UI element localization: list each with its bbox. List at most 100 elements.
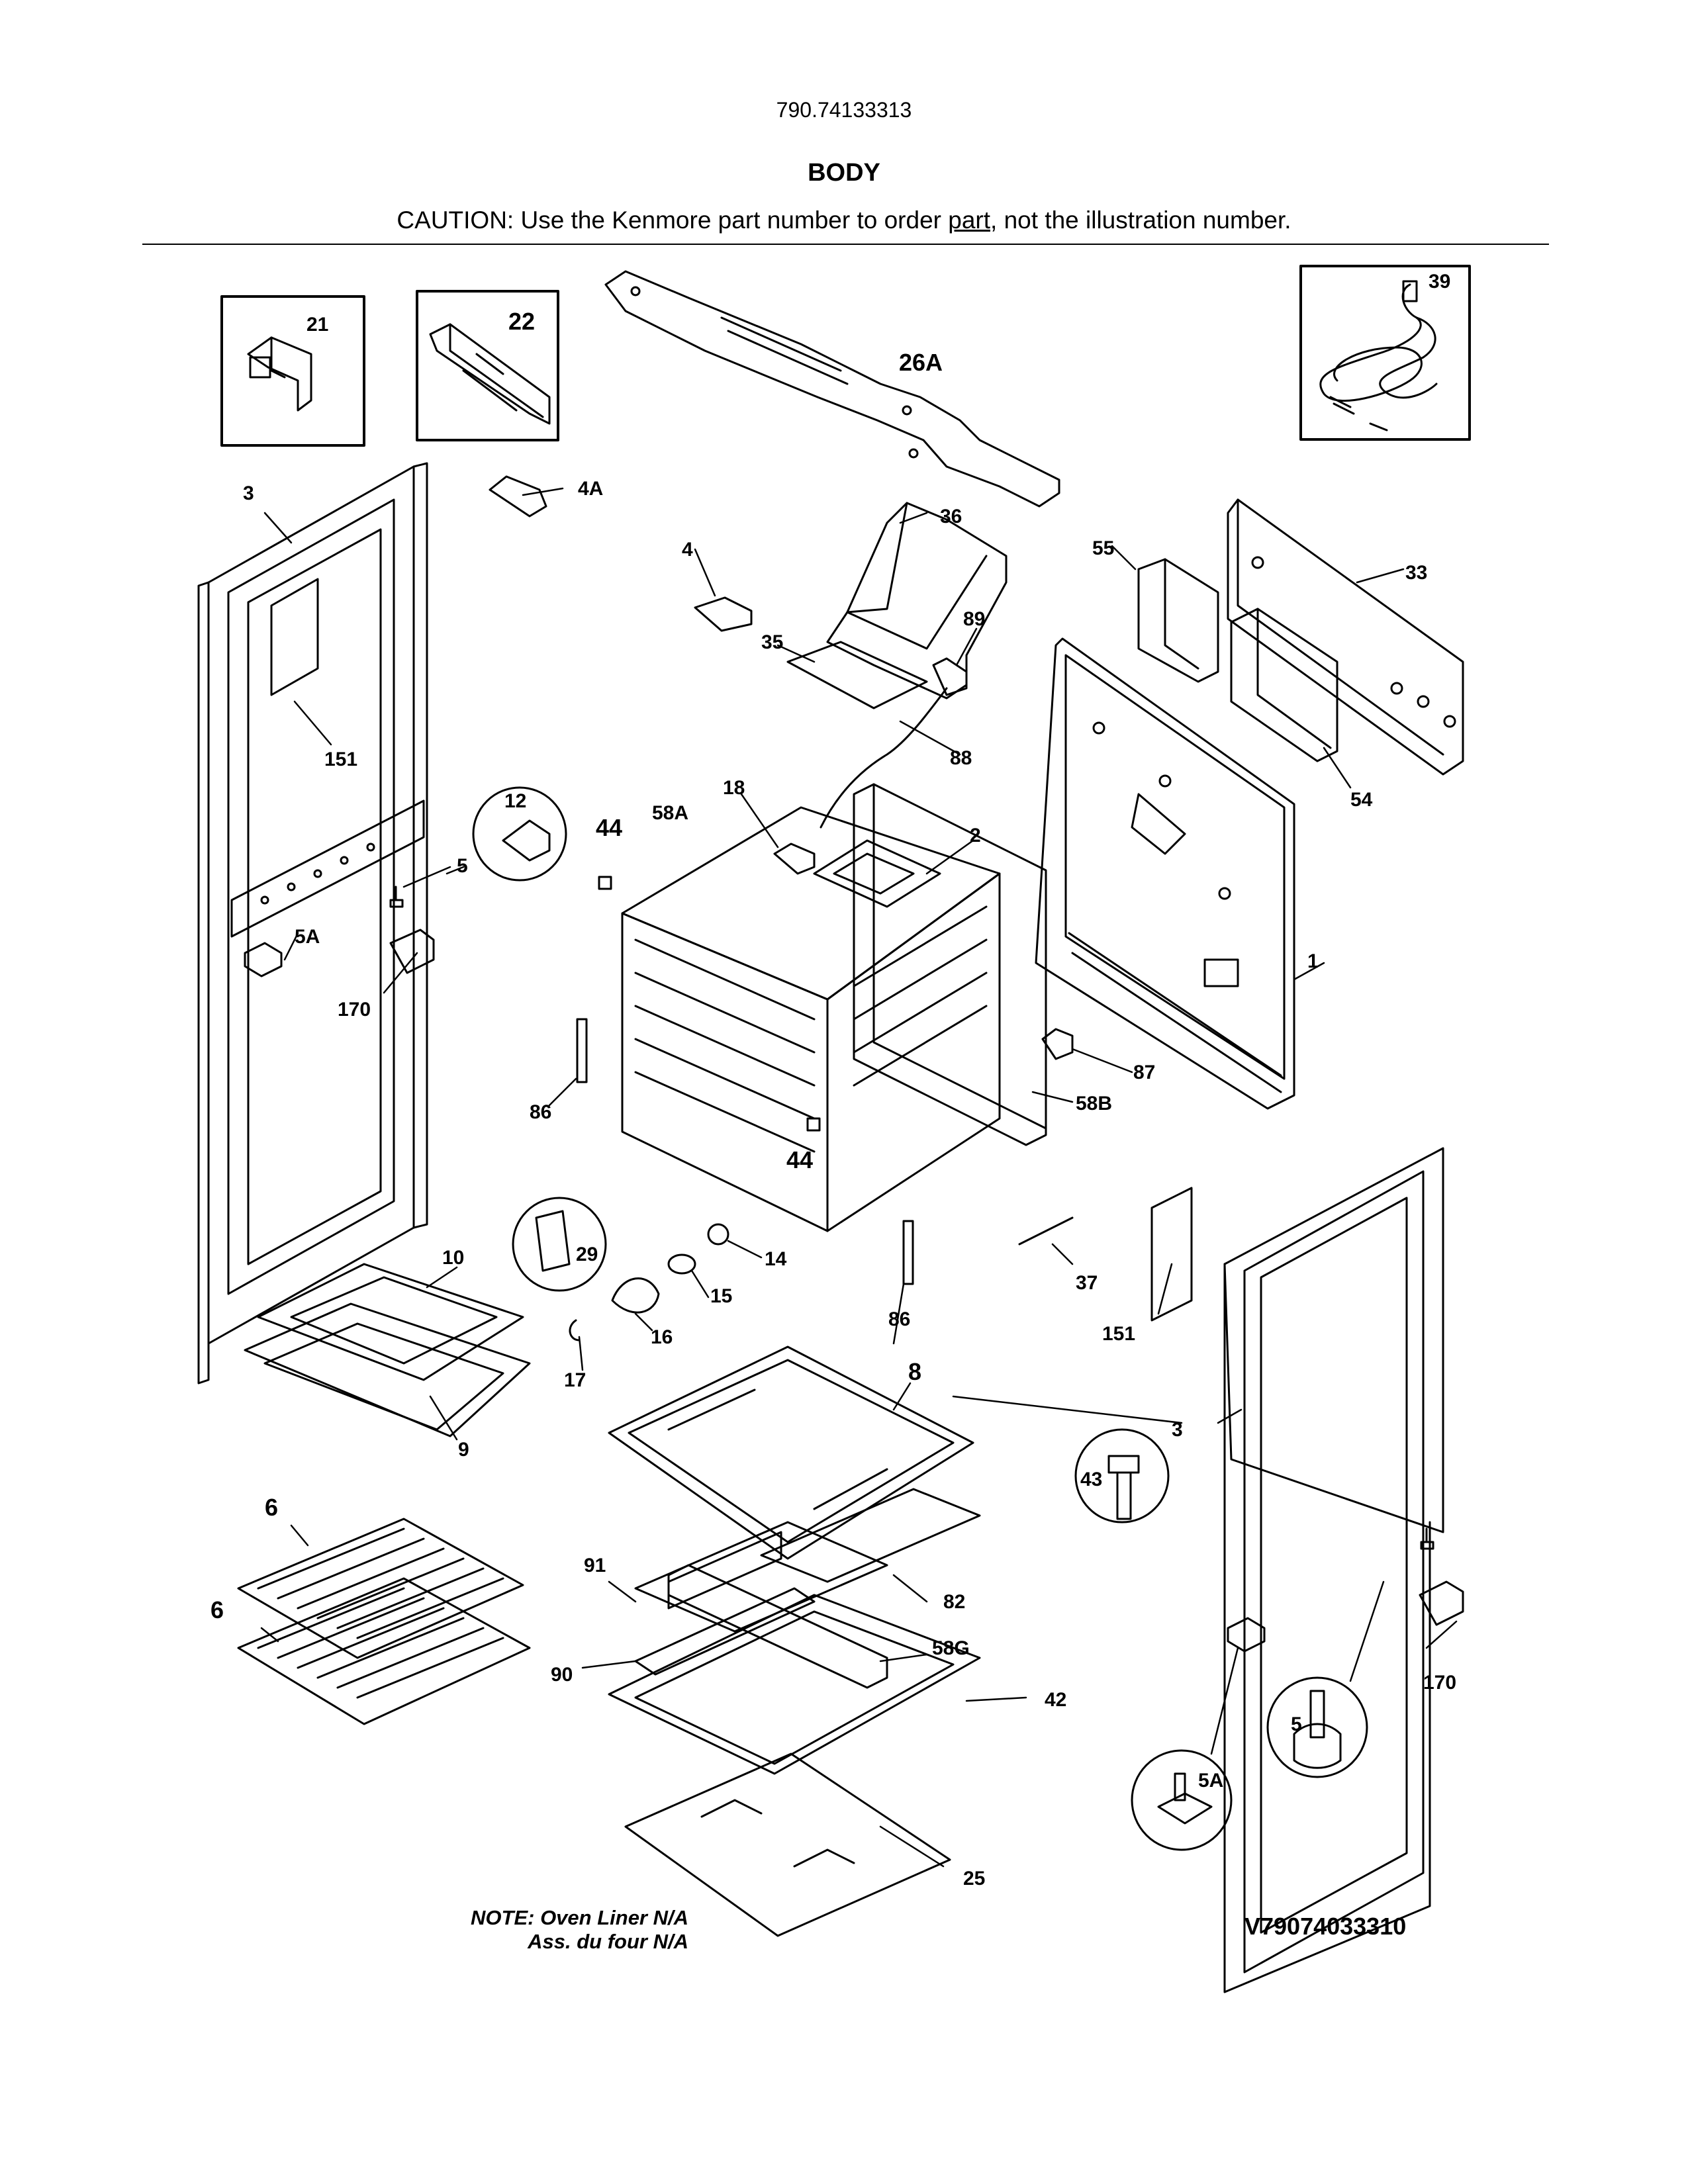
part-3-left-side-panel — [197, 462, 428, 1385]
part-58a-oven-cavity — [621, 806, 1001, 1232]
caution-text-start: CAUTION: Use the Kenmore part number to … — [397, 206, 949, 234]
callout-15: 15 — [710, 1285, 732, 1307]
part-6-oven-rack-lower — [237, 1577, 531, 1725]
part-21-inset — [220, 295, 365, 447]
part-55-panel — [1137, 558, 1219, 683]
callout-17: 17 — [564, 1369, 586, 1391]
callout-91: 91 — [584, 1555, 606, 1576]
section-title: BODY — [808, 159, 880, 187]
callout-5-left: 5 — [457, 855, 468, 877]
part-54-panel — [1230, 608, 1338, 762]
callout-44-upper: 44 — [596, 814, 622, 841]
callout-33: 33 — [1405, 562, 1427, 584]
callout-1: 1 — [1307, 950, 1319, 972]
note-line-french: Ass. du four N/A — [528, 1930, 688, 1953]
callout-58a: 58A — [652, 802, 688, 824]
callout-4: 4 — [682, 539, 693, 561]
part-29-detail-circle — [512, 1197, 607, 1292]
part-42-bottom-pan — [608, 1594, 981, 1775]
callout-6-upper: 6 — [265, 1494, 278, 1521]
callout-5a-right: 5A — [1198, 1770, 1223, 1792]
callout-86-right: 86 — [888, 1308, 910, 1330]
part-22-inset — [416, 290, 559, 441]
callout-5-right: 5 — [1291, 1713, 1302, 1735]
part-37-wire — [1018, 1216, 1074, 1246]
part-33-back-cover — [1227, 498, 1464, 776]
part-43-detail-circle — [1074, 1428, 1170, 1524]
caution-text-underlined: part — [948, 206, 991, 234]
part-2-gasket-plate — [813, 839, 941, 908]
callout-26a: 26A — [899, 349, 943, 376]
part-5a-left-leg — [244, 942, 283, 978]
callout-82: 82 — [943, 1591, 965, 1613]
callout-88: 88 — [950, 747, 972, 769]
part-9-broil-pan — [244, 1302, 531, 1437]
part-5a-leg-detail — [1131, 1749, 1233, 1851]
callout-42: 42 — [1045, 1689, 1066, 1711]
callout-89: 89 — [963, 608, 985, 630]
part-58g-insulation — [667, 1564, 888, 1689]
part-82-heat-shield — [760, 1488, 981, 1583]
callout-151-right: 151 — [1102, 1323, 1135, 1345]
callout-22: 22 — [508, 308, 535, 335]
callout-90: 90 — [551, 1664, 573, 1686]
part-5-right-leveler — [1420, 1527, 1434, 1550]
part-89-switch — [820, 657, 968, 829]
part-39-power-cord-inset — [1299, 265, 1471, 441]
callout-9: 9 — [458, 1439, 469, 1461]
part-35-vent-plate — [786, 641, 928, 709]
part-5-leveler-detail — [1266, 1676, 1368, 1778]
part-87-terminal — [1041, 1028, 1074, 1060]
part-25-bottom-panel — [624, 1752, 951, 1937]
part-1-rear-panel — [1035, 637, 1295, 1110]
callout-29: 29 — [576, 1244, 598, 1265]
part-44-lamp-socket — [598, 876, 821, 1132]
callout-14: 14 — [765, 1248, 787, 1270]
callout-58g: 58G — [932, 1637, 970, 1659]
diagram-code: V79074033310 — [1244, 1913, 1407, 1940]
callout-25: 25 — [963, 1868, 985, 1889]
part-36-vent-duct — [826, 502, 1008, 700]
callout-3-left: 3 — [243, 482, 254, 504]
part-12-detail-circle — [472, 786, 567, 882]
note-line-english: NOTE: Oven Liner N/A — [471, 1906, 688, 1929]
callout-36: 36 — [940, 506, 962, 527]
part-90-bracket — [634, 1587, 816, 1676]
callout-39: 39 — [1429, 271, 1450, 293]
part-4a-bracket — [489, 475, 547, 518]
callout-10: 10 — [442, 1247, 464, 1269]
callout-170-right: 170 — [1423, 1672, 1456, 1694]
caution-text: CAUTION: Use the Kenmore part number to … — [0, 206, 1688, 234]
part-6-oven-rack-upper — [237, 1518, 524, 1659]
callout-8: 8 — [908, 1358, 921, 1385]
header-rule — [142, 244, 1549, 245]
callout-2: 2 — [970, 825, 981, 846]
part-18-thermostat — [773, 842, 816, 875]
callout-18: 18 — [723, 777, 745, 799]
callout-170-left: 170 — [338, 999, 371, 1021]
callout-58b: 58B — [1076, 1093, 1112, 1115]
callout-151-left: 151 — [324, 749, 357, 770]
callout-16: 16 — [651, 1326, 673, 1348]
callout-12: 12 — [504, 790, 526, 812]
part-170-bracket — [389, 929, 1464, 1626]
part-91-burner-box — [634, 1521, 888, 1633]
callout-6-lower: 6 — [211, 1596, 224, 1623]
callout-37: 37 — [1076, 1272, 1098, 1294]
callout-21: 21 — [306, 314, 328, 336]
part-10-broil-grid — [257, 1263, 524, 1381]
part-3-right-side-panel — [1223, 1147, 1444, 1993]
caution-text-end: , not the illustration number. — [990, 206, 1291, 234]
model-number: 790.74133313 — [776, 98, 912, 122]
callout-35: 35 — [761, 631, 783, 653]
part-5a-right-leg — [1227, 1617, 1266, 1653]
part-86-hinge-right — [902, 1220, 914, 1285]
leader-lines — [260, 487, 1458, 1868]
part-8-oven-bottom — [608, 1345, 974, 1560]
callout-55: 55 — [1092, 537, 1114, 559]
oven-liner-note: NOTE: Oven Liner N/A Ass. du four N/A — [371, 1906, 688, 1954]
callout-86-left: 86 — [530, 1101, 551, 1123]
part-86-hinge-left — [576, 1018, 588, 1083]
callout-44-lower: 44 — [786, 1146, 813, 1173]
